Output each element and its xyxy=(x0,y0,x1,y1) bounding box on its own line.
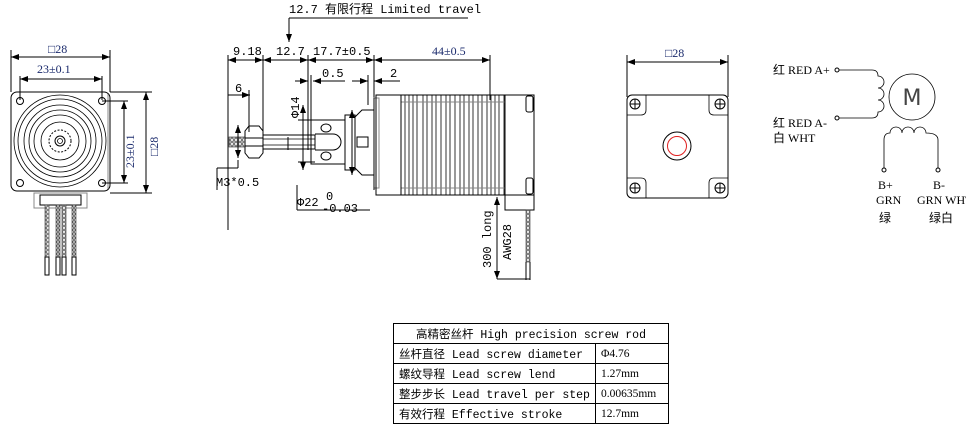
table-row: 螺纹导程 Lead screw lend 1.27mm xyxy=(393,363,669,384)
lead-length: 300 long xyxy=(481,210,495,268)
dim-0-5: 0.5 xyxy=(322,67,344,81)
mount-hole xyxy=(16,179,24,187)
dim-17-7: 17.7±0.5 xyxy=(313,45,371,59)
spec-label: 螺纹导程 Lead screw lend xyxy=(393,363,596,384)
mount-hole xyxy=(16,97,24,105)
table-row: 有效行程 Effective stroke 12.7mm xyxy=(393,403,669,424)
front-hole-spacing-v: 23±0.1 xyxy=(123,134,137,168)
lead-wire xyxy=(61,204,67,258)
rear-shaft-end xyxy=(667,136,687,156)
table-row: 整步步长 Lead travel per step 0.00635mm xyxy=(393,383,669,404)
label-a-minus: 红 RED A- xyxy=(773,115,827,130)
front-view: □28 23±0.1 23±0.1 □28 xyxy=(10,42,161,276)
lead-screw xyxy=(262,134,316,150)
lead-wire xyxy=(55,204,61,258)
spec-value: 12.7mm xyxy=(594,403,669,424)
spec-table-title: 高精密丝杆 High precision screw rod xyxy=(393,323,669,344)
label-b-plus-color: GRN xyxy=(876,193,902,207)
phi22-tol-lower: -0.03 xyxy=(322,202,358,216)
rear-square-dim: □28 xyxy=(665,46,684,60)
dim-44: 44±0.5 xyxy=(432,44,466,58)
dim-6: 6 xyxy=(235,82,242,96)
dim-phi14: Φ14 xyxy=(289,96,303,118)
spec-value: 1.27mm xyxy=(594,363,669,384)
lead-wire xyxy=(71,204,77,258)
label-a-plus: 红 RED A+ xyxy=(773,62,830,77)
thread-spec: M3*0.5 xyxy=(216,176,259,190)
wiring-diagram: 红 RED A+ 红 RED A- 白 WHT M B+ GRN 绿 B- GR… xyxy=(773,62,966,225)
spec-table-header: 高精密丝杆 High precision screw rod xyxy=(393,323,669,344)
spec-value: Φ4.76 xyxy=(594,343,669,364)
table-row: 丝杆直径 Lead screw diameter Φ4.76 xyxy=(393,343,669,364)
front-hole-spacing-h: 23±0.1 xyxy=(37,62,71,76)
label-b-plus-cn: 绿 xyxy=(879,210,891,225)
front-square-dim: □28 xyxy=(48,42,67,56)
spec-value: 0.00635mm xyxy=(594,383,669,404)
label-b-minus-color: GRN WHT xyxy=(917,193,966,207)
lead-wire xyxy=(525,209,531,263)
cooling-fins xyxy=(400,95,505,195)
screw-icon xyxy=(714,182,726,194)
label-b-minus-cn: 绿白 xyxy=(929,210,953,225)
rear-boss xyxy=(662,131,692,161)
dim-2: 2 xyxy=(390,67,397,81)
front-square-dim-v: □28 xyxy=(147,137,161,156)
dim-12-7: 12.7 xyxy=(276,45,305,59)
spec-label: 整步步长 Lead travel per step xyxy=(393,383,596,404)
spec-table: 高精密丝杆 High precision screw rod 丝杆直径 Lead… xyxy=(393,323,669,424)
screw-icon xyxy=(714,98,726,110)
limited-travel-label: 12.7 有限行程 Limited travel xyxy=(289,1,481,17)
flange-nut xyxy=(310,119,346,165)
label-b-minus: B- xyxy=(933,178,945,192)
screw-icon xyxy=(629,98,641,110)
screw-icon xyxy=(629,182,641,194)
spec-label: 有效行程 Effective stroke xyxy=(393,403,596,424)
label-b-plus: B+ xyxy=(878,178,893,192)
dim-9-18: 9.18 xyxy=(233,45,262,59)
motor-symbol-label: M xyxy=(903,86,922,111)
label-a-minus-color: 白 WHT xyxy=(773,130,816,145)
rear-view: □28 xyxy=(626,46,729,199)
spec-label: 丝杆直径 Lead screw diameter xyxy=(393,343,596,364)
lead-wire xyxy=(44,204,50,258)
threaded-rod xyxy=(228,136,246,148)
motor-symbol xyxy=(888,73,936,121)
side-view: 12.7 有限行程 Limited travel 9.18 12.7 17.7±… xyxy=(216,1,535,280)
hex-nut xyxy=(244,125,264,159)
dim-phi22: Φ22 xyxy=(297,196,319,210)
phi22-tol-upper: 0 xyxy=(326,190,333,204)
wire-gauge: AWG28 xyxy=(501,224,515,260)
